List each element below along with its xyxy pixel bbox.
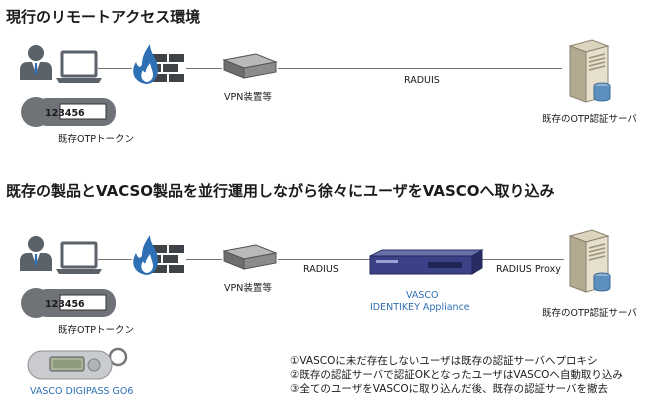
- appliance-label-identikey: IDENTIKEY Appliance: [370, 302, 470, 313]
- vpn-device-icon: [222, 244, 278, 270]
- section1-server-label: 既存のOTP認証サーバ: [542, 114, 637, 125]
- otp-token-icon: [21, 288, 116, 318]
- section2-title: 既存の製品とVACSO製品を並行運用しながら徐々にユーザをVASCOへ取り込み: [6, 182, 555, 200]
- section2-line-appliance-server: [482, 259, 564, 260]
- firewall-icon: [133, 44, 184, 84]
- section2-line-firewall-vpn: [186, 259, 222, 260]
- user-icon: [20, 45, 52, 80]
- section2-vpn-label: VPN装置等: [224, 283, 272, 294]
- section2-proxy-label: RADIUS Proxy: [496, 264, 561, 275]
- section1-token-display: 123456: [45, 108, 85, 119]
- laptop-icon: [56, 50, 102, 83]
- section1-vpn-label: VPN装置等: [224, 92, 272, 103]
- section1-title: 現行のリモートアクセス環境: [6, 8, 201, 26]
- appliance-label-vasco: VASCO: [406, 290, 439, 301]
- section2-token-label: 既存OTPトークン: [58, 325, 135, 336]
- section2-server-label: 既存のOTP認証サーバ: [542, 308, 637, 319]
- server-icon: [568, 39, 611, 103]
- section1-line-vpn-server: [278, 68, 562, 69]
- server-icon: [568, 229, 611, 293]
- user-icon: [20, 236, 52, 271]
- digipass-label: VASCO DIGIPASS GO6: [30, 386, 134, 397]
- section2-protocol-label: RADIUS: [303, 264, 339, 275]
- section2-token-display: 123456: [45, 299, 85, 310]
- laptop-icon: [56, 241, 102, 274]
- section1-token-label: 既存OTPトークン: [58, 134, 135, 145]
- section1-line-pc-firewall: [98, 68, 132, 69]
- section1-line-firewall-vpn: [186, 68, 222, 69]
- identikey-appliance-icon: [369, 249, 484, 275]
- section2-line-vpn-appliance: [278, 259, 370, 260]
- digipass-go6-icon: [27, 347, 128, 380]
- note-3: ③全てのユーザをVASCOに取り込んだ後、既存の認証サーバを撤去: [290, 383, 609, 395]
- firewall-icon: [133, 235, 184, 275]
- note-2: ②既存の認証サーバで認証OKとなったユーザはVASCOへ自動取り込み: [290, 369, 623, 381]
- note-1: ①VASCOに未だ存在しないユーザは既存の認証サーバへプロキシ: [290, 355, 598, 367]
- section1-protocol-label: RADUIS: [404, 75, 440, 86]
- section2-line-pc-firewall: [98, 259, 132, 260]
- vpn-device-icon: [222, 53, 278, 79]
- otp-token-icon: [21, 97, 116, 127]
